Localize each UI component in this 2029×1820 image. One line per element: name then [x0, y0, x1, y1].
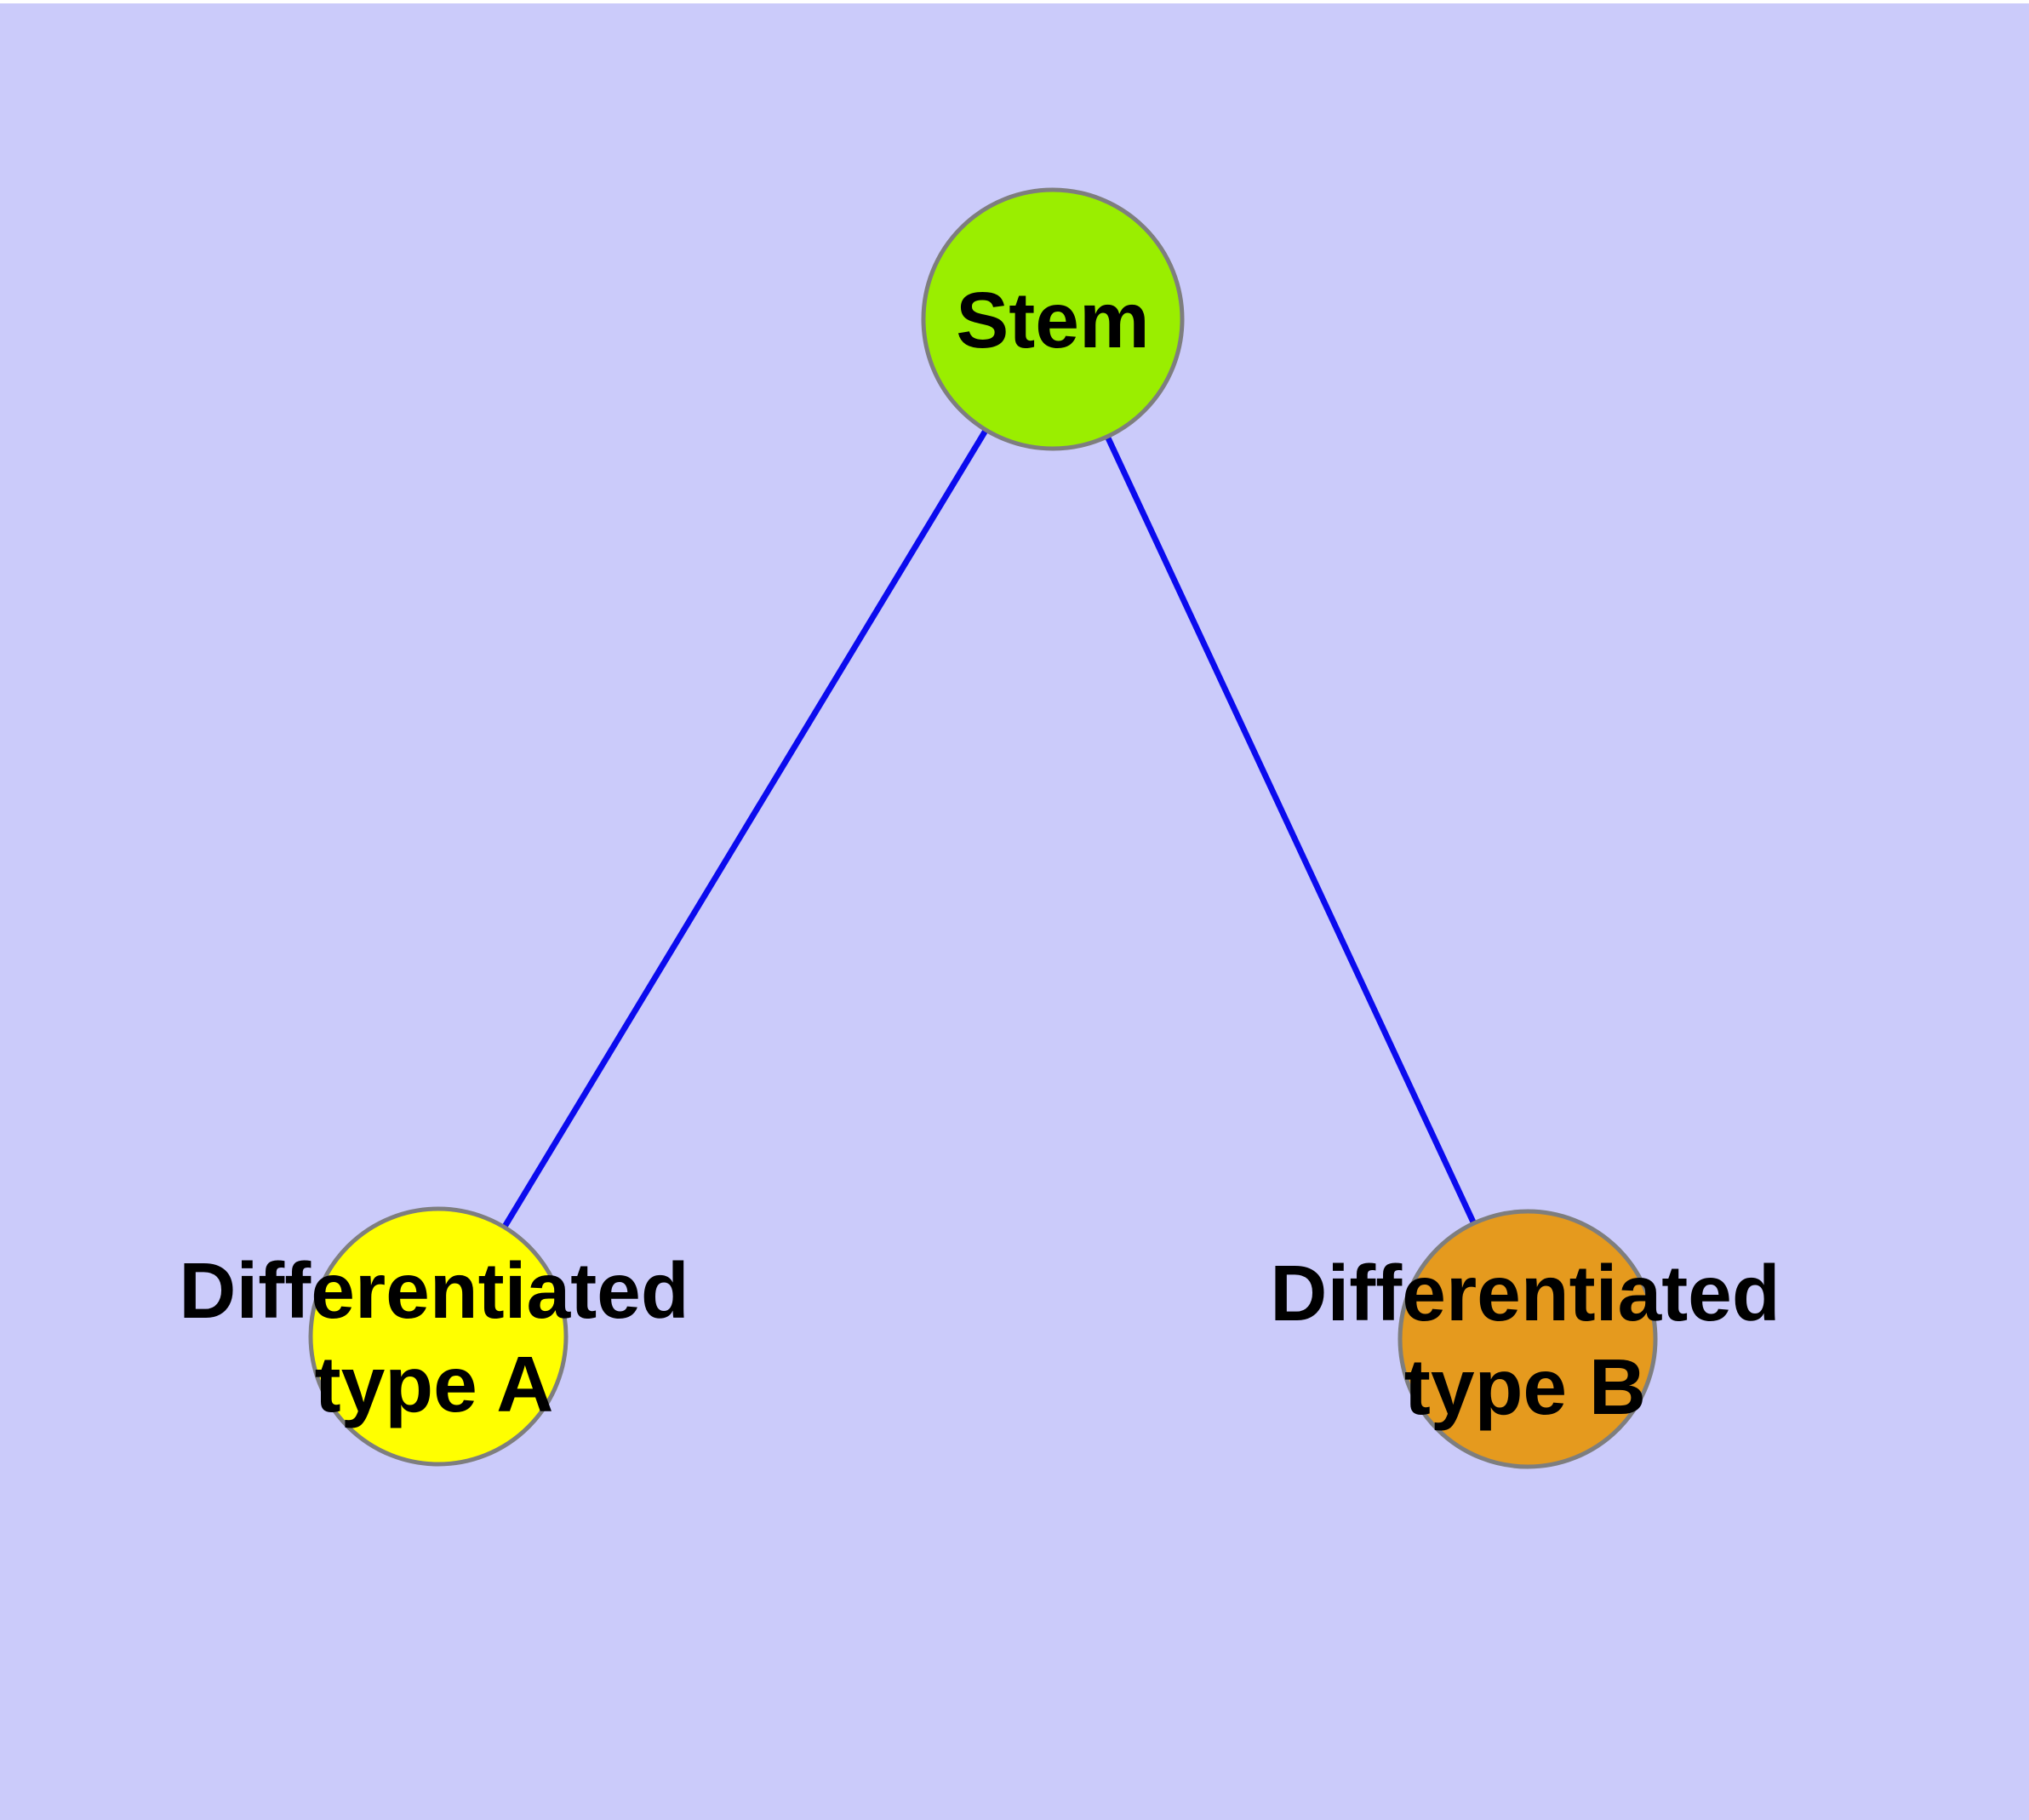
top-edge-strip [0, 0, 2029, 3]
node-type-b-label-line2: type B [1404, 1342, 1646, 1431]
node-stem: Stem [921, 187, 1185, 451]
node-differentiated-type-a: Differentiated type A [179, 1206, 689, 1467]
node-stem-circle [921, 187, 1185, 451]
edge-stem-to-type-a [436, 318, 1055, 1338]
node-type-b-label-line1: Differentiated [1270, 1249, 1780, 1337]
node-type-a-label-line2: type A [315, 1340, 554, 1428]
node-type-a-circle [308, 1206, 569, 1467]
node-differentiated-type-b: Differentiated type B [1270, 1209, 1780, 1469]
edge-stem-to-type-b [1049, 318, 1531, 1341]
node-type-a-label-line1: Differentiated [179, 1246, 689, 1335]
node-type-b-circle [1397, 1209, 1658, 1469]
node-stem-label: Stem [956, 276, 1149, 364]
